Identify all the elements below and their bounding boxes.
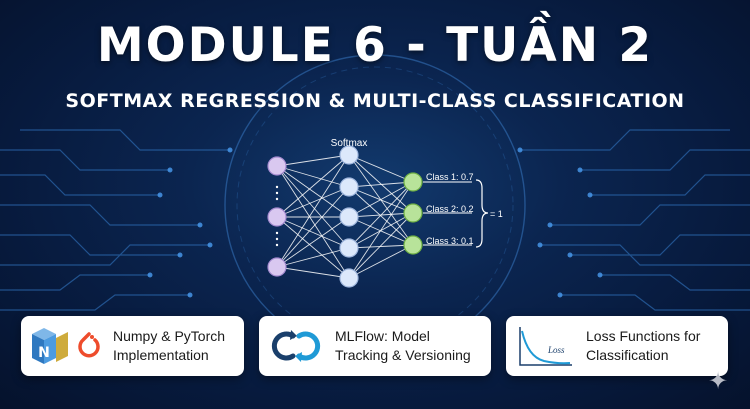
sum-brace (475, 179, 489, 248)
card-numpy-pytorch-text: Numpy & PyTorch Implementation (113, 327, 225, 365)
card-loss-functions-text: Loss Functions for Classification (586, 327, 700, 365)
network-edge (276, 165, 350, 188)
hidden-node-4 (339, 238, 359, 258)
input-node-2 (267, 207, 287, 227)
card-loss-functions-line1: Loss Functions for (586, 328, 701, 344)
card-mlflow-line1: MLFlow: Model (335, 328, 430, 344)
output-node-1 (403, 172, 423, 192)
card-mlflow-text: MLFlow: Model Tracking & Versioning (335, 327, 471, 365)
hidden-node-3 (339, 207, 359, 227)
hidden-node-1 (339, 145, 359, 165)
output-label-2: Class 2: 0.2 (426, 204, 474, 214)
network-edge (348, 244, 414, 279)
output-node-2 (403, 203, 423, 223)
hidden-node-2 (339, 177, 359, 197)
network-edge (276, 165, 350, 279)
network-edge (348, 181, 414, 279)
card-loss-functions-line2: Classification (586, 347, 669, 363)
network-edge (276, 247, 350, 268)
card-numpy-pytorch-line1: Numpy & PyTorch (113, 328, 226, 344)
card-loss-functions: Loss Loss Functions for Classification (506, 316, 728, 376)
sum-label: = 1 (490, 209, 503, 219)
output-label-1: Class 1: 0.7 (426, 172, 474, 182)
mlflow-icon (271, 330, 321, 362)
network-edge (276, 266, 350, 279)
card-mlflow-line2: Tracking & Versioning (335, 347, 471, 363)
network-nodes (267, 145, 423, 288)
svg-text:N: N (38, 345, 50, 361)
softmax-layer-label: Softmax (331, 138, 368, 149)
card-numpy-pytorch: N Numpy & PyTorch Implementation (21, 316, 244, 376)
network-edge (348, 181, 414, 218)
page-subtitle: SOFTMAX REGRESSION & MULTI-CLASS CLASSIF… (65, 90, 685, 112)
network-edge (348, 181, 414, 249)
network-edge (276, 216, 350, 268)
numpy-pytorch-icon: N (32, 328, 100, 364)
hidden-node-5 (339, 268, 359, 288)
output-node-3 (403, 235, 423, 255)
sparkle-icon: ✦ (708, 367, 729, 395)
loss-curve-icon: Loss (519, 327, 572, 366)
network-edge (348, 181, 414, 188)
network-edge (276, 154, 350, 167)
output-label-3: Class 3: 0.1 (426, 236, 474, 246)
network-edges (276, 154, 472, 279)
network-edge (276, 165, 350, 218)
network-edge (276, 154, 350, 268)
loss-icon-label: Loss (547, 345, 565, 355)
network-edge (348, 212, 414, 279)
network-edge (276, 186, 350, 268)
network-edge (276, 154, 350, 218)
network-edge (276, 165, 350, 249)
network-edge (276, 186, 350, 218)
page-title: MODULE 6 - TUẦN 2 (96, 18, 654, 73)
network-edge (276, 216, 350, 279)
card-numpy-pytorch-line2: Implementation (113, 347, 209, 363)
network-edge (348, 186, 414, 246)
input-node-1 (267, 156, 287, 176)
network-edge (348, 244, 414, 249)
input-node-3 (267, 257, 287, 277)
network-edge (348, 154, 414, 214)
network-edge (348, 154, 414, 183)
network-edge (276, 216, 350, 249)
card-mlflow: MLFlow: Model Tracking & Versioning (259, 316, 491, 376)
ellipsis-dots (275, 185, 279, 247)
